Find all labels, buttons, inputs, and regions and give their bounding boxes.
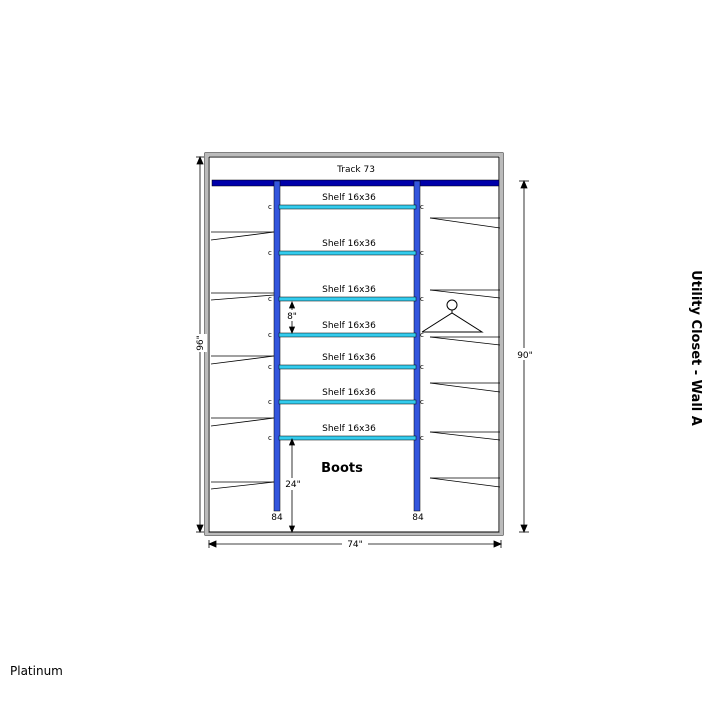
bracket-mark-right: c <box>420 203 424 211</box>
shelf <box>278 296 417 302</box>
bracket-mark-left: c <box>268 249 272 257</box>
shelf-label: Shelf 16x36 <box>322 424 376 434</box>
shelf <box>278 435 417 441</box>
shelf-label: Shelf 16x36 <box>322 353 376 363</box>
bottom-clearance-label: 24" <box>285 480 301 490</box>
boots-zone-label: Boots <box>321 461 363 476</box>
shelf-spacing-label: 8" <box>287 312 297 322</box>
bracket-mark-left: c <box>268 398 272 406</box>
bracket-mark-right: c <box>420 398 424 406</box>
closet-inner-frame <box>208 156 500 533</box>
shelf <box>278 332 417 338</box>
bracket-mark-left: c <box>268 434 272 442</box>
right-standard <box>413 180 421 512</box>
left-standard <box>273 180 281 512</box>
shelf-spacing-label-bg <box>284 310 300 321</box>
shelf-label: Shelf 16x36 <box>322 321 376 331</box>
shelf-label: Shelf 16x36 <box>322 388 376 398</box>
wall-title: Utility Closet - Wall A <box>688 270 703 426</box>
bracket-mark-right: c <box>420 434 424 442</box>
hanger-icon <box>421 299 484 333</box>
bottom-clearance-label-bg <box>283 478 302 490</box>
width-dimension-label: 74" <box>347 540 363 550</box>
bracket-mark-right: c <box>420 249 424 257</box>
right-wall-lines <box>429 217 501 488</box>
left-standard-label: 84 <box>271 513 283 523</box>
bracket-mark-right: c <box>420 331 424 339</box>
shelf-label: Shelf 16x36 <box>322 285 376 295</box>
height-label-bg <box>193 334 207 352</box>
track-label: Track 73 <box>336 165 375 175</box>
height-dimension-label: 96" <box>196 335 206 351</box>
shelf-label: Shelf 16x36 <box>322 239 376 249</box>
track-height-label-bg <box>516 348 534 360</box>
bracket-mark-left: c <box>268 203 272 211</box>
shelf <box>278 399 417 405</box>
shelf-label: Shelf 16x36 <box>322 193 376 203</box>
shelf <box>278 364 417 370</box>
bracket-mark-left: c <box>268 331 272 339</box>
brand-label: Platinum <box>10 664 63 678</box>
hanging-track <box>211 179 500 187</box>
width-label-bg <box>342 537 368 549</box>
bracket-mark-right: c <box>420 363 424 371</box>
track-height-dimension-label: 90" <box>517 351 533 361</box>
bracket-mark-left: c <box>268 295 272 303</box>
right-standard-label: 84 <box>412 513 424 523</box>
left-wall-lines <box>210 231 275 490</box>
shelf <box>278 204 417 210</box>
shelf <box>278 250 417 256</box>
bracket-mark-right: c <box>420 295 424 303</box>
bracket-mark-left: c <box>268 363 272 371</box>
